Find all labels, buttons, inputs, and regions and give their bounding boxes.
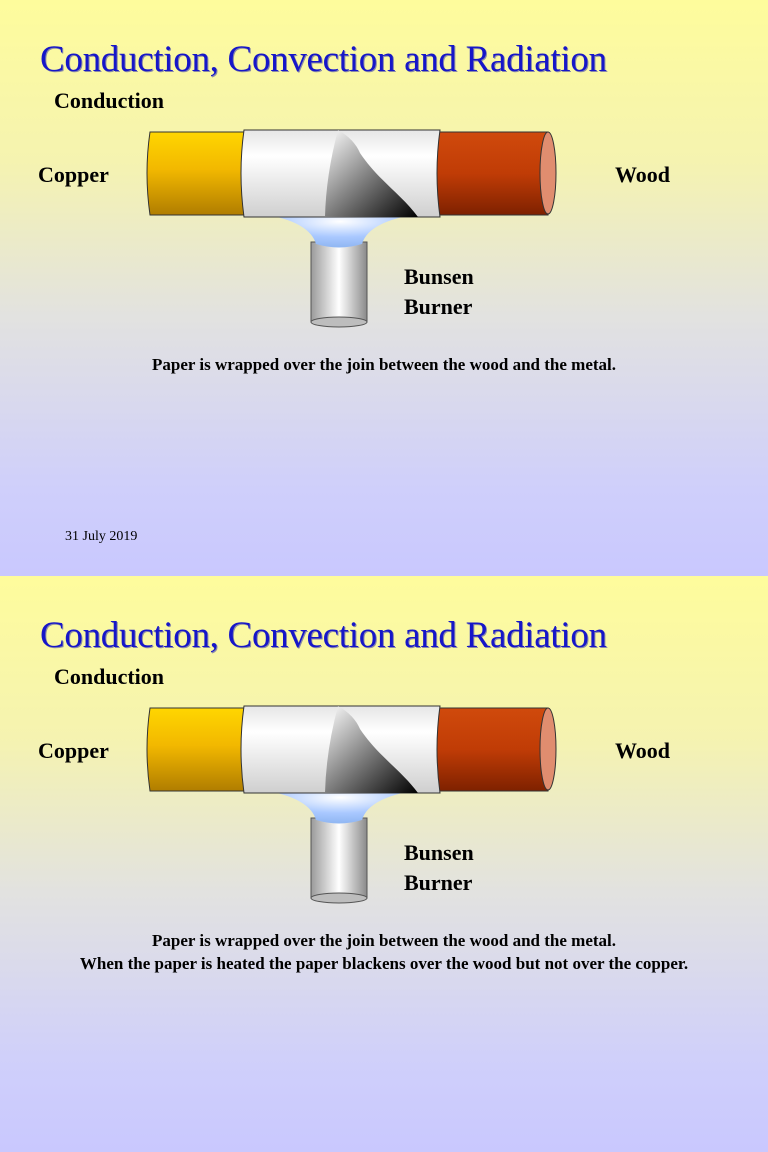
slide-title: Conduction, Convection and Radiation — [40, 39, 607, 80]
caption-line-1: Paper is wrapped over the join between t… — [151, 931, 616, 950]
bunsen-burner-label: Bunsen Burner — [404, 262, 474, 322]
bunsen-burner-label-line1: Bunsen — [404, 840, 474, 865]
wood-label: Wood — [615, 738, 671, 763]
slide-caption: Paper is wrapped over the join between t… — [0, 353, 768, 376]
slide-2: Conduction, Convection and Radiation Con… — [0, 576, 768, 1152]
bunsen-burner-label-line1: Bunsen — [404, 264, 474, 289]
conduction-apparatus-diagram — [146, 129, 557, 328]
slide-subtitle: Conduction — [54, 88, 165, 113]
conduction-apparatus-diagram — [146, 705, 557, 904]
bunsen-burner-label-line2: Burner — [404, 870, 473, 895]
copper-label: Copper — [38, 738, 109, 763]
copper-label: Copper — [38, 162, 109, 187]
slide-caption: Paper is wrapped over the join between t… — [0, 929, 768, 975]
wood-label: Wood — [615, 162, 671, 187]
slide-title: Conduction, Convection and Radiation — [40, 615, 607, 656]
slide-subtitle: Conduction — [54, 664, 165, 689]
bunsen-burner-label-line2: Burner — [404, 294, 473, 319]
bunsen-burner-label: Bunsen Burner — [404, 838, 474, 898]
slide-date: 31 July 2019 — [65, 529, 138, 544]
caption-line-2: When the paper is heated the paper black… — [79, 954, 689, 973]
slide-1: Conduction, Convection and Radiation Con… — [0, 0, 768, 576]
caption-line-1: Paper is wrapped over the join between t… — [151, 355, 616, 374]
